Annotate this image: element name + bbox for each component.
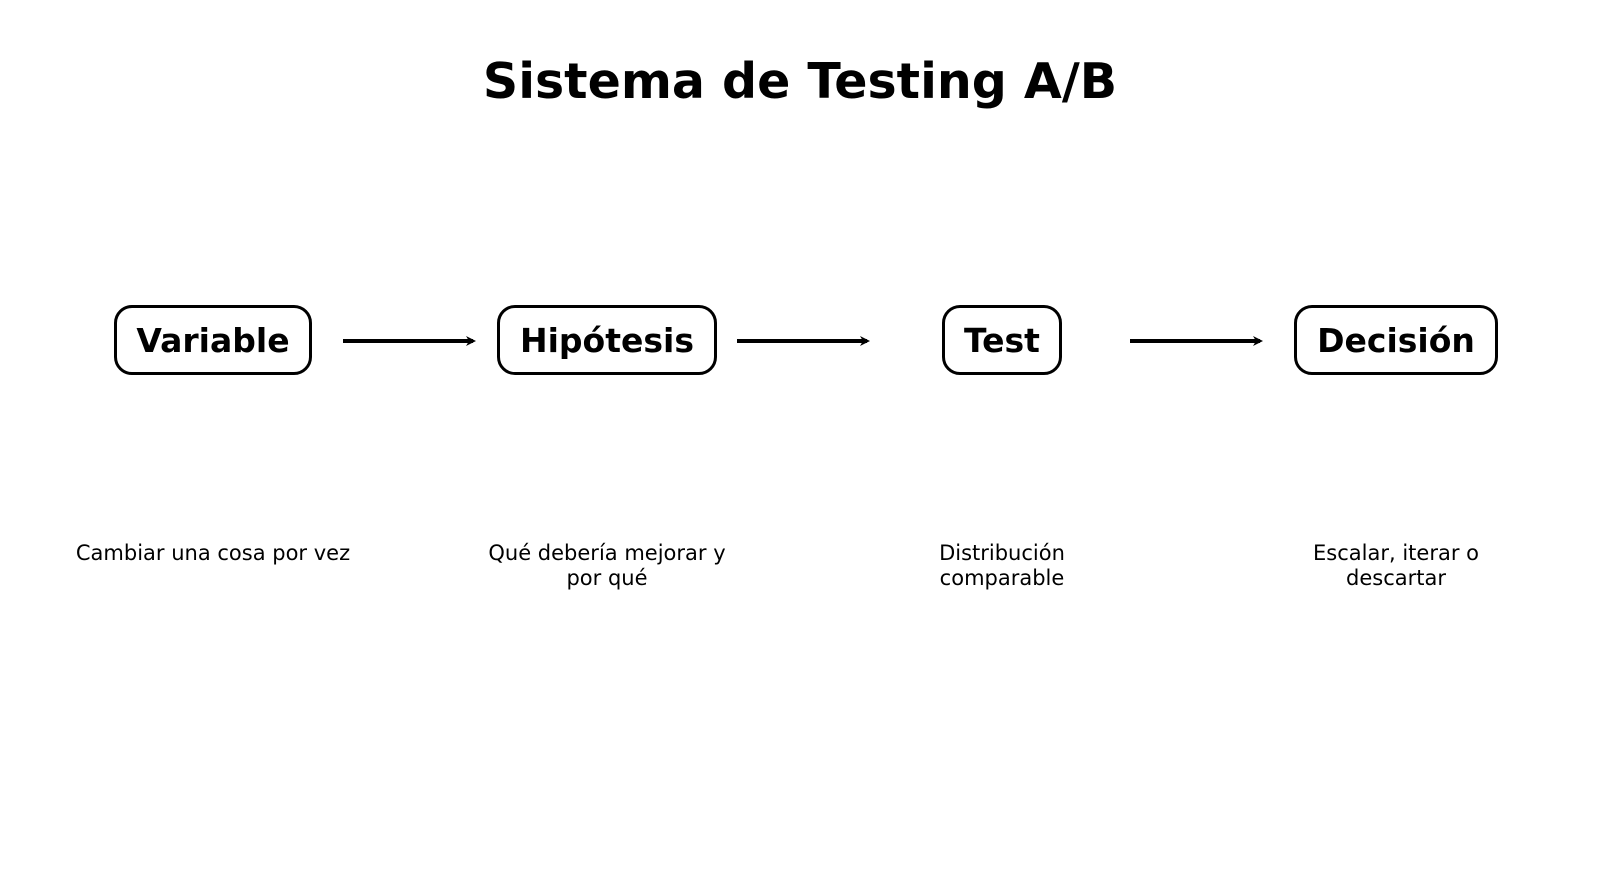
diagram-title: Sistema de Testing A/B [482, 53, 1118, 110]
step-description-test: Distribución comparable [939, 541, 1065, 590]
step-node-hipotesis: Hipótesis [497, 305, 717, 375]
step-label-hipotesis: Hipótesis [520, 320, 694, 360]
step-label-variable: Variable [136, 320, 290, 360]
step-label-test: Test [964, 320, 1040, 360]
step-node-test: Test [942, 305, 1062, 375]
step-label-decision: Decisión [1317, 320, 1475, 360]
step-node-decision: Decisión [1294, 305, 1498, 375]
step-description-variable: Cambiar una cosa por vez [75, 541, 351, 565]
step-description-decision: Escalar, iterar o descartar [1313, 541, 1479, 590]
step-description-hipotesis: Qué debería mejorar y por qué [488, 541, 726, 590]
step-node-variable: Variable [114, 305, 312, 375]
